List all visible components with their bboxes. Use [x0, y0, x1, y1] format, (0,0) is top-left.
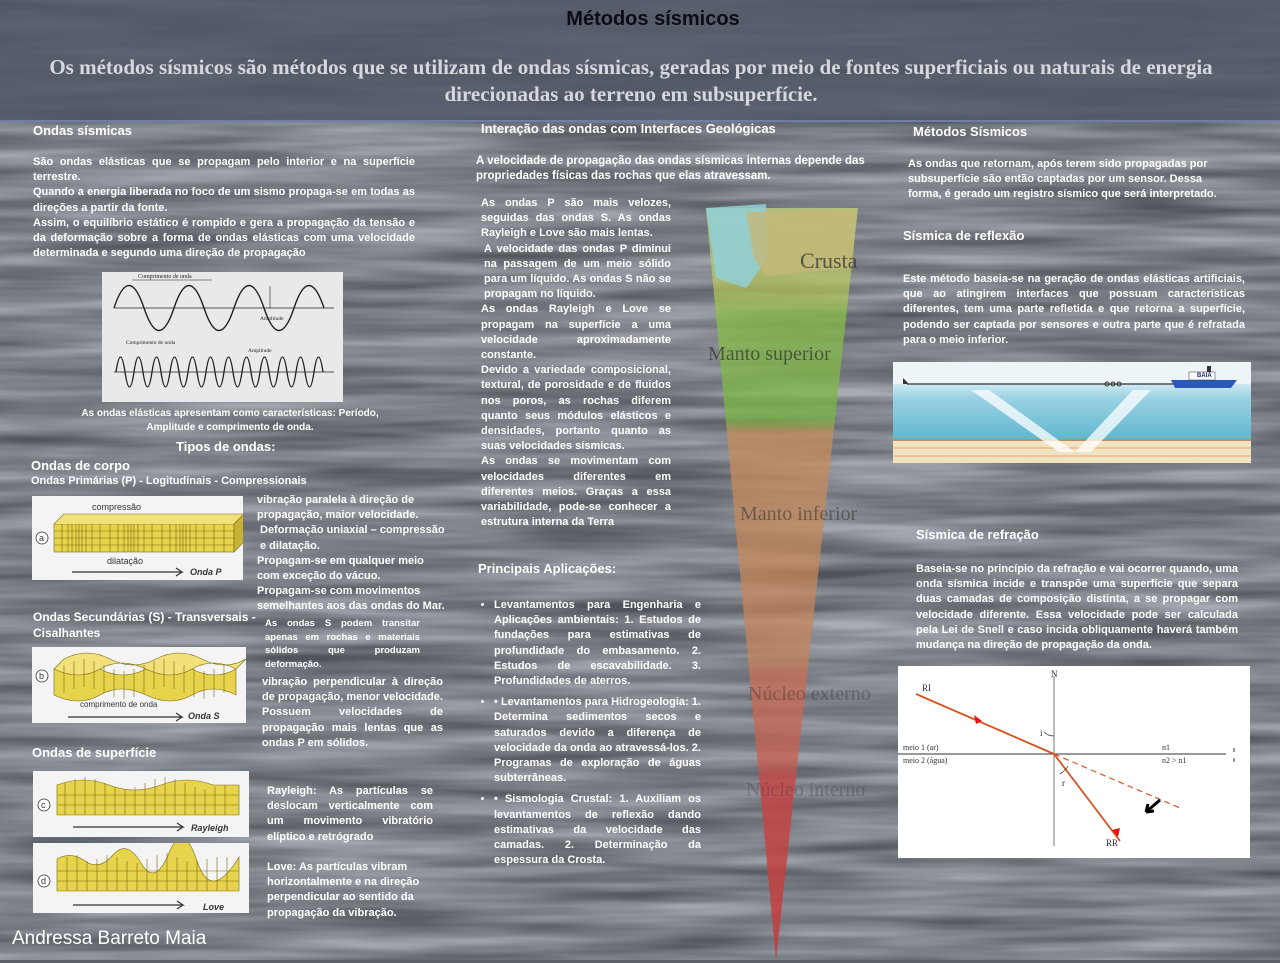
- label-comprimento-bottom: Comprimento de onda: [126, 340, 176, 346]
- label-nucleo-interno: Núcleo interno: [746, 779, 865, 801]
- letter-d: d: [41, 876, 46, 886]
- dilatacao-label: dilatação: [107, 556, 143, 566]
- refracao-text: Baseia-se no princípio da refração e vai…: [916, 563, 1238, 652]
- s-wave-description: vibração perpendicular à direção de prop…: [262, 675, 443, 751]
- refracao-figure: RI RR N i r meio 1 (ar) meio 2 (água) n1…: [898, 666, 1250, 858]
- tipos-de-ondas: Tipos de ondas:: [176, 439, 276, 454]
- heading-ondas-de-corpo: Ondas de corpo: [31, 458, 130, 473]
- s-desc-1: vibração perpendicular à direção de prop…: [262, 676, 443, 704]
- p-wave-figure: compressão dilatação a Onda P: [32, 496, 243, 580]
- col-text-1: As ondas P são mais velozes, seguidas da…: [481, 197, 671, 240]
- ondas-secundarias-label: Ondas Secundárias (S) - Transversais - C…: [33, 610, 256, 640]
- label-nucleo-externo: Núcleo externo: [748, 683, 871, 705]
- aplicacao-1: Levantamentos para Engenharia e Aplicaçõ…: [494, 598, 701, 689]
- p-desc-1: vibração paralela à direção de propagaçã…: [257, 494, 419, 522]
- col-text-5: As ondas se movimentam com velocidades d…: [481, 455, 671, 529]
- meio1-label: meio 1 (ar): [903, 743, 939, 752]
- onda-s-label: Onda S: [188, 711, 220, 721]
- compressao-label: compressão: [92, 502, 141, 512]
- onda-p-label: Onda P: [190, 567, 223, 577]
- n-label: N: [1051, 669, 1058, 679]
- meio2-label: meio 2 (água): [903, 756, 948, 765]
- letter-a: a: [39, 533, 44, 543]
- reflexao-figure: BAIA: [893, 362, 1251, 463]
- i-label: i: [1040, 728, 1043, 738]
- ri-label: RI: [922, 683, 931, 693]
- aplicacao-3: • Sismologia Crustal: 1. Auxiliam os lev…: [494, 792, 701, 868]
- interacao-intro: A velocidade de propagação das ondas sís…: [476, 155, 865, 183]
- rayleigh-wave-figure: c Rayleigh: [33, 771, 249, 837]
- col-text-2: A velocidade das ondas P diminui na pass…: [484, 242, 671, 301]
- label-manto-inferior: Manto inferior: [740, 503, 858, 525]
- col-text-4: Devido a variedade composicional, textur…: [481, 364, 671, 453]
- aplicacoes-list: Levantamentos para Engenharia e Aplicaçõ…: [476, 598, 701, 874]
- page-title: Métodos sísmicos: [566, 8, 740, 30]
- ondas-sismicas-text: São ondas elásticas que se propagam pelo…: [33, 155, 415, 261]
- reflexao-text: Este método baseia-se na geração de onda…: [903, 273, 1245, 346]
- heading-aplicacoes: Principais Aplicações:: [478, 561, 617, 576]
- label-comprimento-top: Comprimento de onda: [138, 274, 192, 280]
- label-amplitude-bottom: Amplitude: [248, 348, 272, 354]
- page-subtitle: Os métodos sísmicos são métodos que se u…: [49, 55, 1213, 106]
- rayleigh-text: Rayleigh: As partículas se deslocam vert…: [267, 785, 433, 843]
- label-amplitude-top: Amplitude: [260, 316, 284, 322]
- s-desc-2: Possuem velocidades de propagação mais l…: [262, 706, 443, 749]
- wave-caption: As ondas elásticas apresentam como carac…: [81, 408, 379, 433]
- heading-reflexao: Sísmica de reflexão: [903, 228, 1025, 243]
- metodos-intro: As ondas que retornam, após terem sido p…: [908, 158, 1217, 201]
- p-desc-2: Deformação uniaxial – compressão e dilat…: [260, 524, 445, 552]
- love-text: Love: As partículas vibram horizontalmen…: [267, 861, 420, 919]
- p-desc-4: Propagam-se com movimentos semelhantes a…: [257, 585, 445, 613]
- label-crusta: Crusta: [800, 248, 858, 273]
- ondas-primarias-label: Ondas Primárias (P) - Logitudinais - Com…: [31, 475, 307, 487]
- heading-ondas-de-superficie: Ondas de superfície: [32, 745, 157, 760]
- label-manto-superior: Manto superior: [708, 343, 831, 365]
- earth-layers-figure: Crusta Manto superior Manto inferior Núc…: [706, 204, 871, 960]
- rayleigh-label: Rayleigh: [191, 823, 229, 833]
- aplicacao-2: • Levantamentos para Hidrogeologia: 1. D…: [494, 695, 701, 786]
- heading-ondas-sismicas: Ondas sísmicas: [33, 123, 132, 138]
- col-text-3: As ondas Rayleigh e Love se propagam na …: [481, 303, 671, 362]
- comprimento-onda-label: comprimento de onda: [80, 700, 158, 709]
- header-band: [0, 0, 1280, 122]
- p-wave-description: vibração paralela à direção de propagaçã…: [257, 493, 447, 615]
- love-label: Love: [203, 902, 224, 912]
- wave-characteristics-figure: Comprimento de onda Amplitude Compriment…: [102, 272, 343, 402]
- n1-label: n1: [1162, 743, 1170, 752]
- heading-refracao: Sísmica de refração: [916, 527, 1039, 542]
- letter-c: c: [41, 800, 46, 810]
- p-desc-3: Propagam-se em qualquer meio com exceção…: [257, 554, 424, 583]
- letter-b: b: [39, 671, 44, 681]
- author-name: Andressa Barreto Maia: [12, 928, 207, 949]
- love-wave-figure: d Love: [33, 843, 249, 913]
- rr-label: RR: [1106, 838, 1118, 848]
- para-3: Assim, o equilíbrio estático é rompido e…: [33, 216, 415, 260]
- para-1: São ondas elásticas que se propagam pelo…: [33, 156, 415, 184]
- interacao-column-text: As ondas P são mais velozes, seguidas da…: [481, 196, 671, 530]
- s-wave-figure: b comprimento de onda Onda S: [32, 647, 246, 723]
- r-label: r: [1062, 778, 1065, 788]
- heading-metodos-sismicos: Métodos Sísmicos: [913, 124, 1028, 139]
- n2-label: n2 > n1: [1162, 756, 1187, 765]
- para-2: Quando a energia liberada no foco de um …: [33, 186, 415, 214]
- s-wave-note: As ondas S podem transitar apenas em roc…: [265, 618, 420, 670]
- ship-label: BAIA: [1197, 373, 1212, 379]
- heading-interacao: Interação das ondas com Interfaces Geoló…: [481, 121, 776, 136]
